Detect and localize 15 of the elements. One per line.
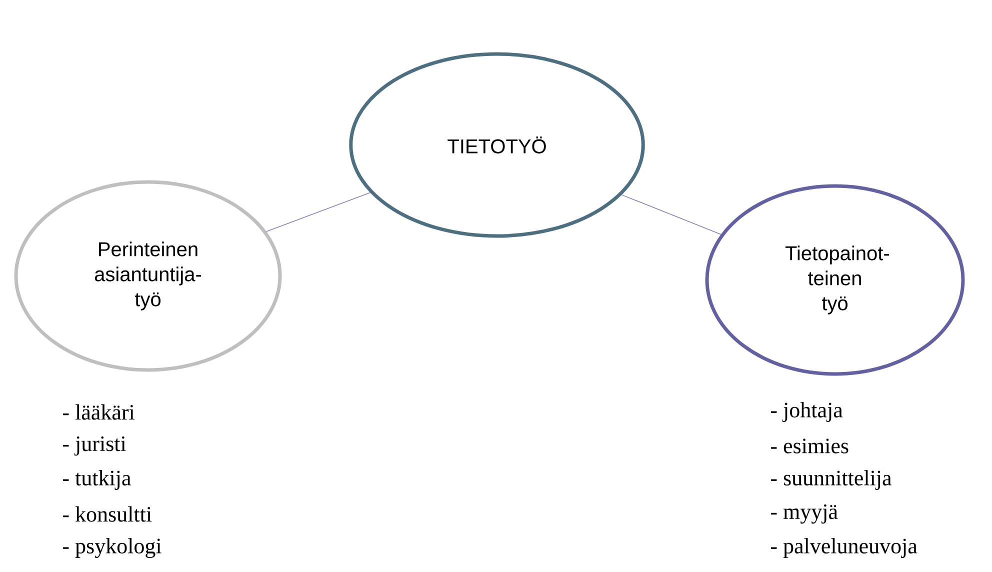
- connector-line: [266, 192, 371, 232]
- list-item: - myyjä: [771, 504, 838, 524]
- list-item: - psykologi: [63, 538, 162, 558]
- list-item: - juristi: [63, 436, 126, 456]
- list-item: - tutkija: [63, 470, 131, 490]
- list-item: - suunnittelija: [771, 470, 892, 490]
- list-item: - palveluneuvoja: [771, 538, 918, 558]
- ellipse-node: TIETOTYÖ: [349, 52, 645, 238]
- list-item: - johtaja: [771, 402, 843, 422]
- list-item: - lääkäri: [63, 404, 134, 420]
- list-item: - konsultti: [63, 506, 152, 522]
- connector-line: [621, 194, 722, 235]
- list-item: - esimies: [771, 438, 848, 454]
- ellipse-node: Tietopainot-teinen työ: [705, 184, 965, 376]
- ellipse-node: Perinteinen asiantuntija-työ: [14, 180, 282, 372]
